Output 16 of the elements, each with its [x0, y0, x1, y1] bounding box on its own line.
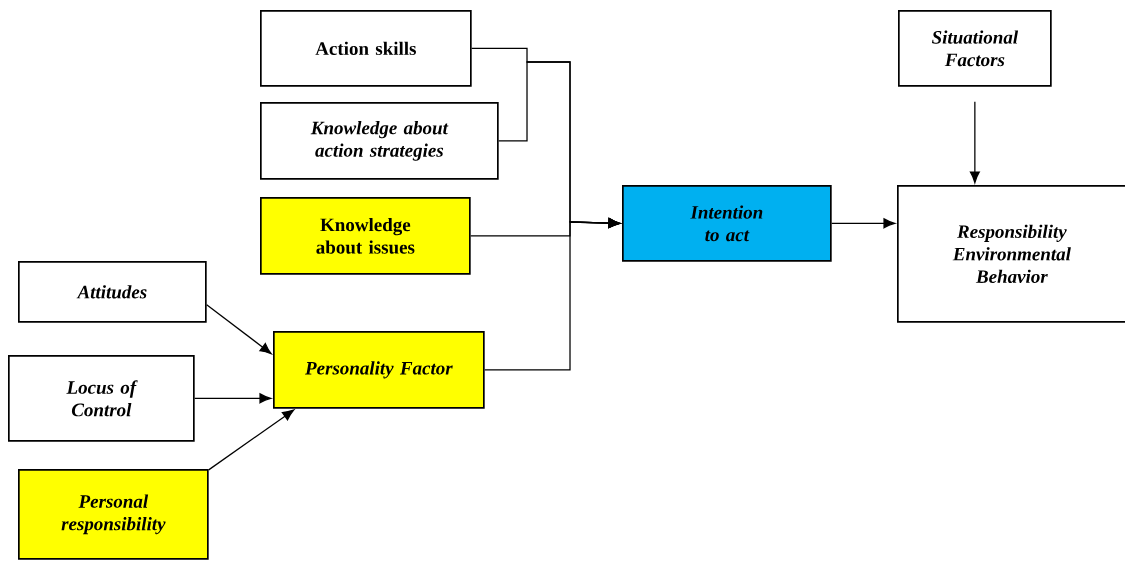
factor-box: Locus of Control — [8, 355, 195, 442]
factor-box: Knowledge about action strategies — [260, 102, 499, 180]
arrow — [208, 409, 295, 471]
arrow — [969, 101, 980, 184]
factor-box: Personal responsibility — [18, 469, 209, 560]
arrow — [194, 393, 272, 404]
arrow — [484, 217, 621, 371]
factor-box: Personality Factor — [273, 331, 485, 409]
factor-box: Attitudes — [18, 261, 207, 323]
arrow — [206, 304, 272, 355]
factor-box: Situational Factors — [898, 10, 1052, 87]
arrow — [831, 218, 896, 229]
intention-box: Intention to act — [622, 185, 832, 262]
factor-box: Knowledge about issues — [260, 197, 471, 275]
factor-box: Action skills — [260, 10, 472, 87]
behavior-box: Responsibility Environmental Behavior — [897, 185, 1125, 323]
